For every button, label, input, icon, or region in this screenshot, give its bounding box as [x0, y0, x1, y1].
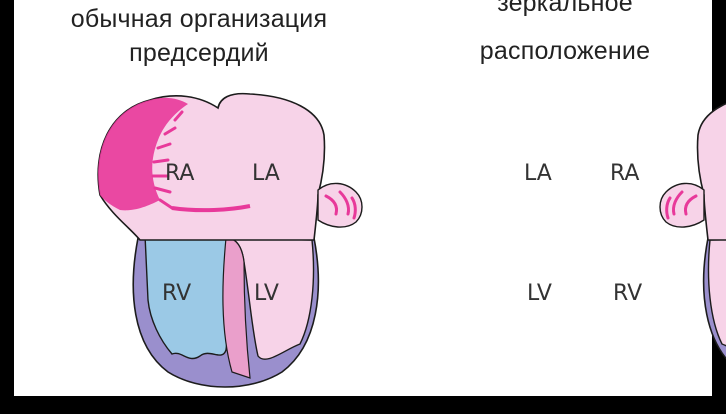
right-rv-label: RV	[613, 281, 642, 306]
left-heart: RA LA RV LV	[98, 94, 362, 387]
left-la-label: LA	[252, 161, 280, 186]
left-lv-label: LV	[254, 281, 279, 306]
right-la-label: LA	[524, 161, 552, 186]
right-heart: LA RA LV RV	[524, 94, 726, 387]
left-ra-label: RA	[165, 161, 194, 186]
right-lv-label: LV	[527, 281, 552, 306]
right-ra-label: RA	[610, 161, 639, 186]
left-rv-label: RV	[162, 281, 191, 306]
